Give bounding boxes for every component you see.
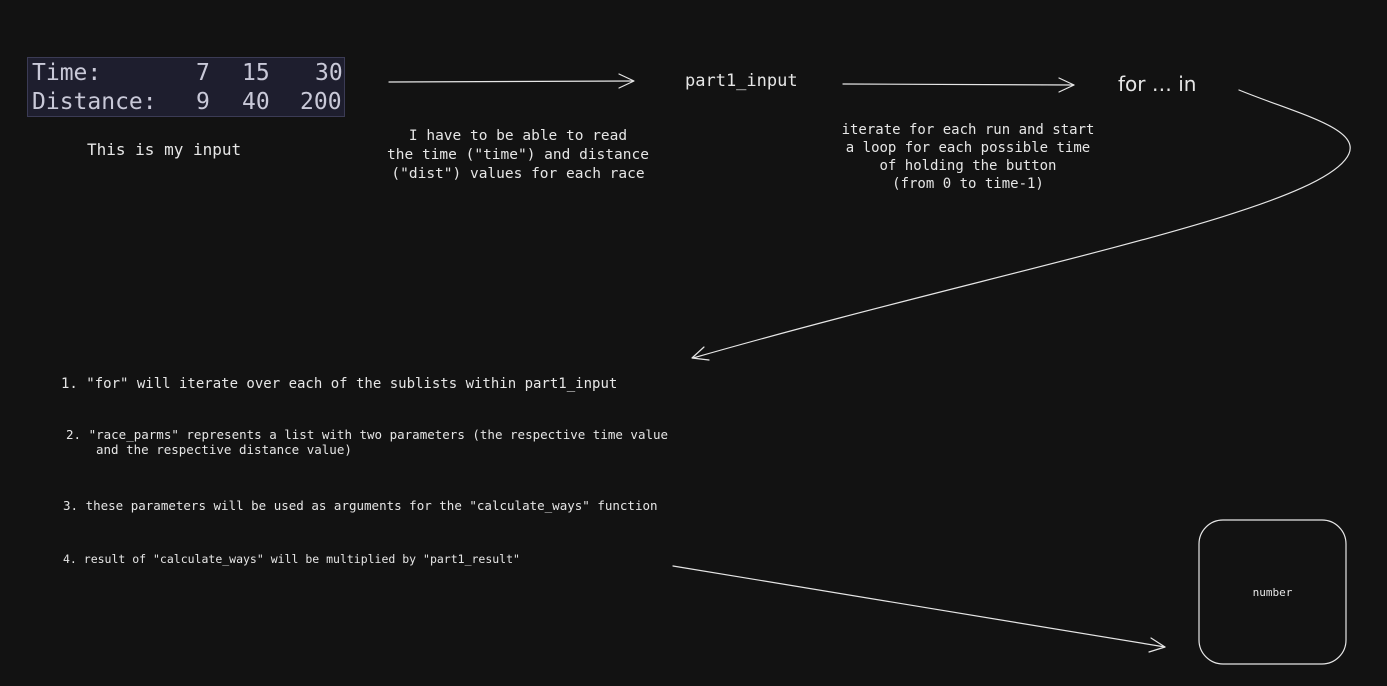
arrow-input-to-part1 xyxy=(388,73,635,89)
list-item-2-line-1: 2. "race_parms" represents a list with t… xyxy=(66,427,669,442)
input-caption: This is my input xyxy=(87,140,242,159)
list-item-1: 1. "for" will iterate over each of the s… xyxy=(61,376,618,392)
arrow-result-to-number xyxy=(672,565,1166,653)
step-read-line: ("dist") values for each race xyxy=(391,166,645,182)
input-value: 9 xyxy=(196,89,210,115)
step-read-description: I have to be able to read the time ("tim… xyxy=(368,127,668,184)
step-iterate-line: a loop for each possible time xyxy=(845,140,1091,156)
step-read-line: the time ("time") and distance xyxy=(387,147,649,163)
input-row-distance: Distance: 9 40 200 xyxy=(32,88,342,116)
list-item-3: 3. these parameters will be used as argu… xyxy=(63,498,658,513)
input-row-time: Time: 7 15 30 xyxy=(32,59,343,87)
number-box-label: number xyxy=(1252,586,1293,599)
step-iterate-description: iterate for each run and start a loop fo… xyxy=(818,121,1118,193)
input-box: Time: 7 15 30 Distance: 9 40 200 xyxy=(27,57,345,117)
input-value: 200 xyxy=(300,89,342,115)
step-iterate-line: of holding the button xyxy=(879,158,1057,174)
step-iterate-line: iterate for each run and start xyxy=(841,122,1095,138)
list-item-4: 4. result of "calculate_ways" will be mu… xyxy=(63,552,520,566)
arrow-for-to-list xyxy=(691,89,1351,361)
arrow-part1-to-for xyxy=(842,77,1075,93)
node-part1-input: part1_input xyxy=(685,71,798,91)
node-for-in: for … in xyxy=(1118,72,1197,96)
input-value: 15 xyxy=(242,60,270,86)
input-value: 40 xyxy=(242,89,270,115)
list-item-2-line-2: and the respective distance value) xyxy=(96,442,352,457)
step-iterate-line: (from 0 to time-1) xyxy=(892,176,1044,192)
input-row-label: Time: xyxy=(32,60,102,86)
input-value: 7 xyxy=(196,60,210,86)
step-read-line: I have to be able to read xyxy=(408,128,628,144)
input-value: 30 xyxy=(315,60,343,86)
input-row-label: Distance: xyxy=(32,89,157,115)
number-box xyxy=(1198,519,1347,665)
